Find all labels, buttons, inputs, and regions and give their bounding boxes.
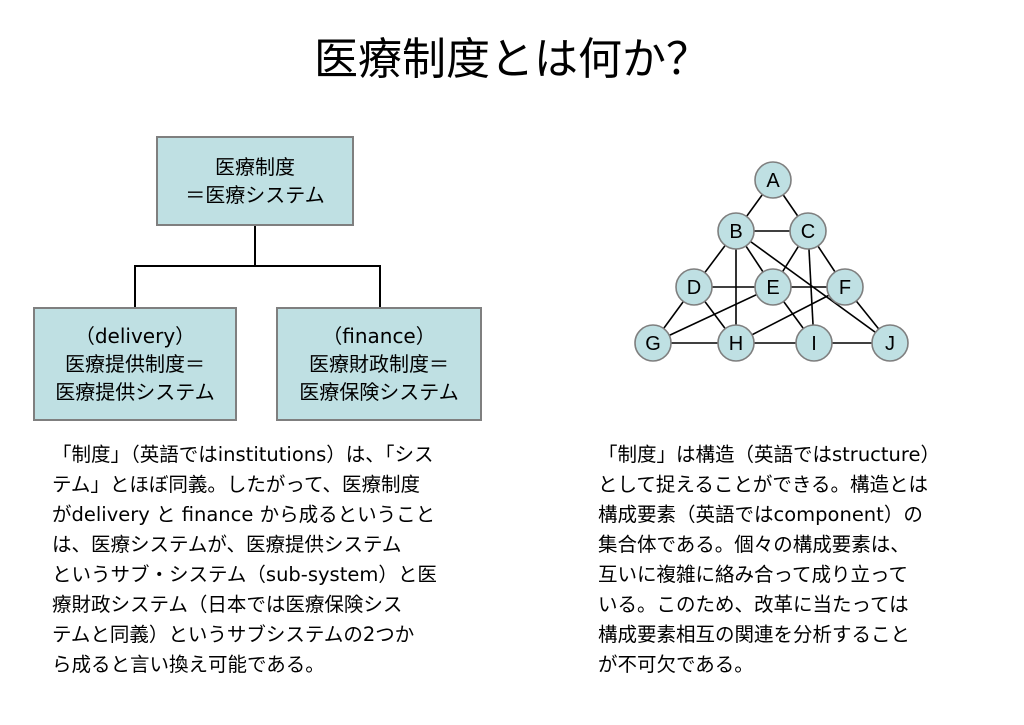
network-graph: A B C D E F G H I J xyxy=(634,161,909,362)
node-C: C xyxy=(789,212,827,250)
box-line: （delivery） xyxy=(74,324,196,348)
node-label: D xyxy=(687,277,701,299)
text-line: 互いに複雑に絡み合って成り立って xyxy=(598,563,909,586)
node-circle xyxy=(675,268,713,306)
text-line: というサブ・システム（sub-system）と医 xyxy=(52,563,437,586)
node-circle xyxy=(871,324,909,362)
node-D: D xyxy=(675,268,713,306)
node-label: F xyxy=(839,277,851,299)
delivery-system-box: （delivery） 医療提供制度＝ 医療提供システム xyxy=(33,307,237,421)
node-circle xyxy=(754,161,792,199)
text-line: 「制度」（英語ではinstitutions）は、「シス xyxy=(52,443,434,466)
node-label: A xyxy=(766,170,780,192)
page-title: 医療制度とは何か？ xyxy=(314,34,710,85)
node-circle xyxy=(634,324,672,362)
node-circle xyxy=(717,212,755,250)
box-line: （finance） xyxy=(322,324,436,348)
connector-vertical-top xyxy=(254,226,256,266)
node-J: J xyxy=(871,324,909,362)
node-circle xyxy=(717,324,755,362)
node-circle xyxy=(826,268,864,306)
box-line: ＝医療システム xyxy=(185,183,325,207)
text-line: は、医療システムが、医療提供システム xyxy=(52,533,402,556)
finance-system-box: （finance） 医療財政制度＝ 医療保険システム xyxy=(276,307,482,421)
text-line: テム」とほぼ同義。したがって、医療制度 xyxy=(52,473,420,496)
node-label: G xyxy=(645,333,661,355)
text-line: 「制度」は構造（英語ではstructure） xyxy=(598,443,940,466)
node-circle xyxy=(795,324,833,362)
connector-vertical-left xyxy=(134,265,136,307)
text-line: テムと同義）というサブシステムの2つか xyxy=(52,623,415,646)
node-I: I xyxy=(795,324,833,362)
connector-vertical-right xyxy=(379,265,381,307)
box-line: 医療提供制度＝ xyxy=(65,352,205,376)
edge-F-H xyxy=(735,286,846,344)
box-line: 医療財政制度＝ xyxy=(309,352,449,376)
text-line: ら成ると言い換え可能である。 xyxy=(52,653,325,676)
text-line: 構成要素（英語ではcomponent）の xyxy=(598,503,923,526)
box-line: 医療制度 xyxy=(215,155,295,179)
node-label: B xyxy=(729,221,742,243)
node-E: E xyxy=(754,268,792,306)
node-H: H xyxy=(717,324,755,362)
node-label: H xyxy=(729,333,743,355)
text-line: がdelivery と finance から成るということ xyxy=(52,503,436,526)
medical-system-box: 医療制度 ＝医療システム xyxy=(156,136,354,226)
node-circle xyxy=(789,212,827,250)
connector-horizontal xyxy=(134,265,381,267)
graph-nodes: A B C D E F G H I J xyxy=(634,161,909,362)
edge-E-G xyxy=(652,286,774,344)
node-F: F xyxy=(826,268,864,306)
explanation-left: 「制度」（英語ではinstitutions）は、「システム」とほぼ同義。したがっ… xyxy=(52,440,502,680)
node-label: C xyxy=(801,221,815,243)
node-G: G xyxy=(634,324,672,362)
box-line: 医療保険システム xyxy=(299,380,459,404)
box-line: 医療提供システム xyxy=(55,380,215,404)
explanation-right: 「制度」は構造（英語ではstructure） として捉えることができる。構造とは構… xyxy=(598,440,1008,680)
node-B: B xyxy=(717,212,755,250)
text-line: いる。このため、改革に当たっては xyxy=(598,593,909,616)
node-circle xyxy=(754,268,792,306)
node-label: E xyxy=(766,277,779,299)
node-label: I xyxy=(811,333,817,355)
node-A: A xyxy=(754,161,792,199)
text-line: 療財政システム（日本では医療保険シス xyxy=(52,593,403,616)
text-line: 構成要素相互の関連を分析すること xyxy=(598,623,911,646)
text-line: 集合体である。個々の構成要素は、 xyxy=(598,533,910,556)
text-line: が不可欠である。 xyxy=(598,653,754,676)
graph-edges xyxy=(652,179,891,344)
text-line: として捉えることができる。構造とは xyxy=(598,473,928,496)
node-label: J xyxy=(885,333,895,355)
